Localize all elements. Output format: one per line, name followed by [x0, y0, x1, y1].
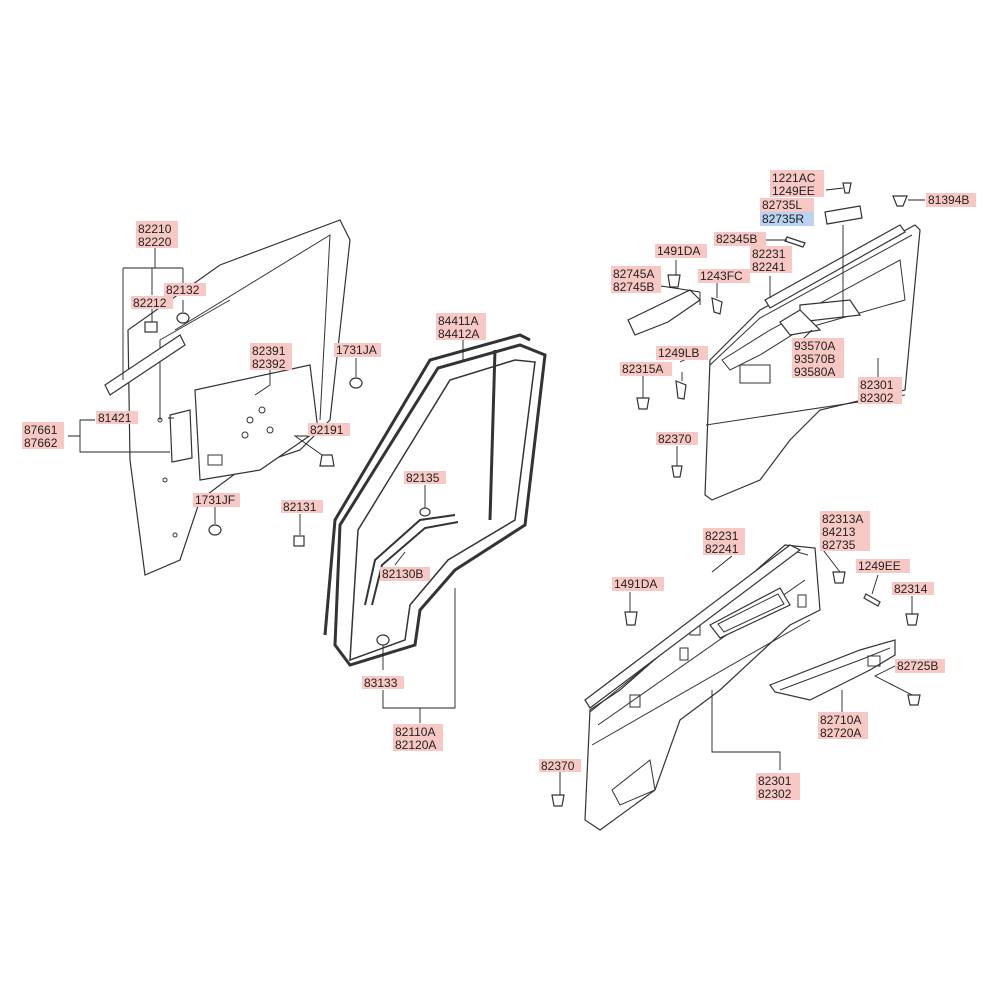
label-82315A: 82315A	[622, 362, 663, 376]
label-82241-b: 82241	[705, 542, 739, 556]
screw-82725B	[907, 694, 921, 706]
label-84412A: 84412A	[438, 327, 479, 341]
screw-1221AC	[842, 182, 852, 194]
rear-glass-strip	[584, 544, 802, 709]
label-87661: 87661	[24, 423, 58, 437]
part-labels: 82210 82220 82212 82132 82391 82392 1731…	[22, 170, 976, 801]
screw-82345B	[784, 236, 806, 248]
label-82120A: 82120A	[395, 738, 436, 752]
label-82710A: 82710A	[820, 713, 861, 727]
label-82231-b: 82231	[705, 529, 739, 543]
label-82313A: 82313A	[822, 512, 863, 526]
label-1491DA-b: 1491DA	[614, 577, 657, 591]
rear-door-trim-panel	[584, 544, 821, 831]
screw-1491DA-a	[667, 274, 681, 288]
screw-1249EE-b	[863, 593, 881, 607]
clip-82370-b	[551, 794, 565, 807]
label-82220: 82220	[138, 235, 172, 249]
label-82735: 82735	[822, 538, 856, 552]
label-84213: 84213	[822, 525, 856, 539]
plug-1731JF	[208, 524, 222, 536]
label-82241-a: 82241	[752, 260, 786, 274]
cap-81394B	[892, 195, 908, 207]
window-glass-strip	[764, 224, 906, 309]
clip-82212	[144, 321, 158, 333]
label-81421: 81421	[98, 411, 132, 425]
label-82392: 82392	[252, 357, 286, 371]
label-84411A: 84411A	[438, 314, 478, 328]
mirror-bracket	[169, 409, 193, 463]
label-82735R: 82735R	[762, 212, 804, 226]
label-1731JF: 1731JF	[195, 493, 235, 507]
label-82370-b: 82370	[541, 759, 575, 773]
screw-1249LB	[675, 380, 687, 400]
cap-82314	[905, 613, 919, 626]
label-93570A: 93570A	[794, 339, 835, 353]
label-82720A: 82720A	[820, 726, 861, 740]
label-1491DA-a: 1491DA	[657, 244, 700, 258]
inside-handle-cover	[824, 205, 863, 225]
clip-82315A	[636, 397, 650, 410]
label-82314: 82314	[894, 582, 928, 596]
label-1221AC: 1221AC	[772, 171, 816, 185]
label-82132: 82132	[166, 283, 200, 297]
screw-82313A	[832, 571, 846, 584]
label-1243FC: 1243FC	[700, 269, 743, 283]
label-82212: 82212	[133, 296, 167, 310]
label-1249LB: 1249LB	[658, 346, 699, 360]
label-1249EE-a: 1249EE	[772, 184, 815, 198]
label-82301-a: 82301	[860, 378, 894, 392]
front-door-shell	[127, 219, 351, 576]
label-82210: 82210	[138, 222, 172, 236]
belt-moulding	[104, 334, 186, 396]
clip-82370-a	[671, 465, 683, 478]
label-82302-b: 82302	[758, 787, 792, 801]
label-1249EE-b: 1249EE	[858, 559, 901, 573]
label-82131: 82131	[283, 500, 317, 514]
label-82745A: 82745A	[613, 267, 654, 281]
label-81394B: 81394B	[928, 193, 969, 207]
label-93580A: 93580A	[794, 365, 835, 379]
screw-1491DA-b	[624, 611, 638, 626]
plug-1731JA	[349, 377, 363, 389]
screw-1243FC	[711, 297, 723, 315]
label-82735L: 82735L	[762, 198, 802, 212]
label-82302-a: 82302	[860, 391, 894, 405]
label-82135: 82135	[406, 471, 440, 485]
label-87662: 87662	[24, 436, 58, 450]
label-82745B: 82745B	[613, 280, 654, 294]
label-82231-a: 82231	[752, 247, 786, 261]
label-1731JA: 1731JA	[336, 343, 377, 357]
label-83133: 83133	[364, 676, 398, 690]
label-93570B: 93570B	[794, 352, 835, 366]
label-82301-b: 82301	[758, 774, 792, 788]
bolt-82191	[319, 454, 335, 467]
label-82130B: 82130B	[382, 567, 423, 581]
label-82110A: 82110A	[395, 725, 435, 739]
label-82725B: 82725B	[897, 659, 938, 673]
bracket-82745	[627, 289, 701, 336]
clip-82131	[293, 535, 305, 547]
label-82391: 82391	[252, 344, 286, 358]
label-82370-a: 82370	[658, 432, 692, 446]
label-82345B: 82345B	[716, 232, 757, 246]
clip-82132	[176, 312, 190, 324]
label-82191: 82191	[310, 423, 344, 437]
door-weatherstrip	[323, 333, 547, 667]
